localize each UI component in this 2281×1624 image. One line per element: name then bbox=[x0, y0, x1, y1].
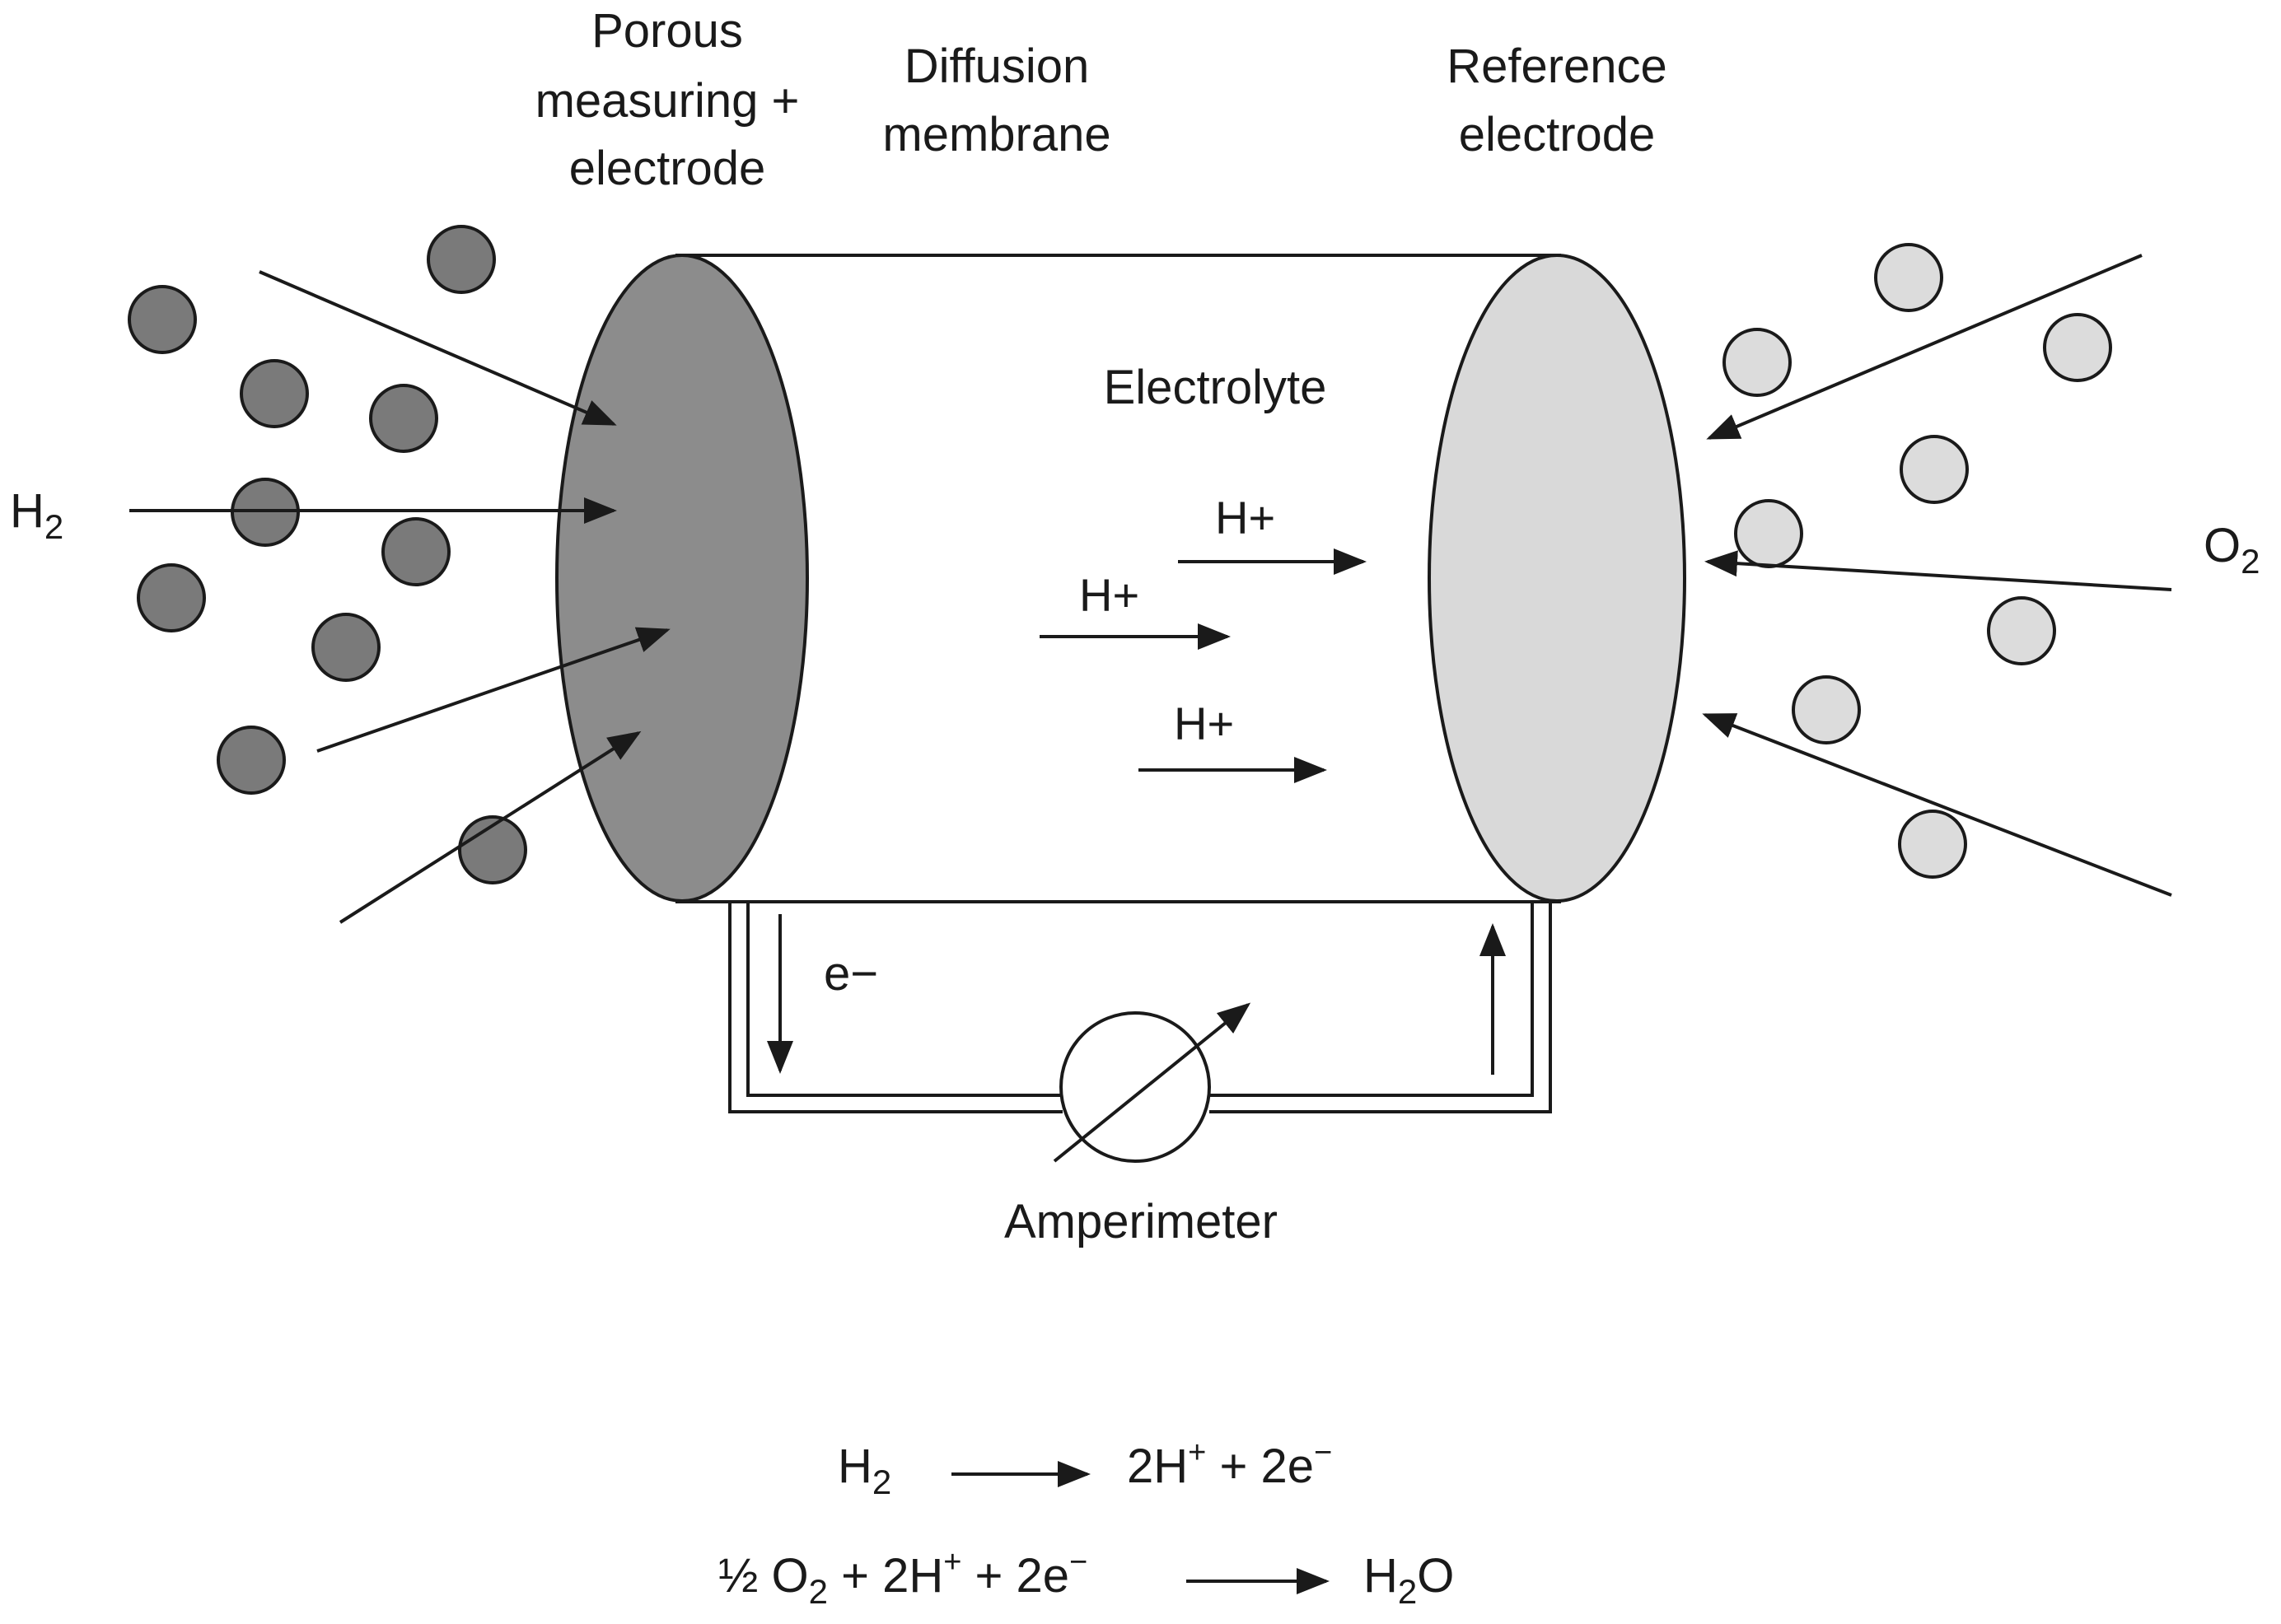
o2-arrow bbox=[1706, 254, 2143, 440]
h2-molecule bbox=[458, 815, 527, 884]
o2-molecule bbox=[1874, 243, 1943, 312]
reference-electrode-label-1: Reference bbox=[1447, 40, 1667, 93]
equation1-reactant: H2 bbox=[838, 1440, 891, 1501]
h2-flow-arrows bbox=[129, 270, 671, 924]
h2-arrow bbox=[316, 627, 671, 753]
o2-flow-arrows bbox=[1702, 254, 2172, 897]
proton-label: H+ bbox=[1215, 492, 1275, 544]
h2-molecule bbox=[381, 517, 451, 586]
amperimeter-needle bbox=[1053, 1002, 1251, 1163]
h2-molecule bbox=[137, 563, 206, 632]
o2-arrow bbox=[1702, 713, 2172, 897]
o2-molecule bbox=[1898, 810, 1967, 879]
proton-arrows bbox=[1040, 548, 1367, 783]
amperimeter-label: Amperimeter bbox=[1004, 1195, 1278, 1248]
o2-arrow bbox=[1704, 550, 2172, 591]
circuit-wire-inner-right bbox=[1209, 902, 1534, 1097]
diffusion-membrane-label-2: membrane bbox=[882, 108, 1110, 161]
porous-electrode-label-2: measuring + bbox=[535, 74, 800, 128]
equation1-products: 2H+ + 2e− bbox=[1127, 1435, 1332, 1493]
equation2-reactants: ½ O2 + 2H+ + 2e− bbox=[718, 1545, 1087, 1611]
h2-molecule bbox=[240, 359, 309, 428]
h2-molecule bbox=[427, 225, 496, 294]
o2-molecule bbox=[1900, 435, 1969, 504]
o2-molecule bbox=[1722, 328, 1792, 397]
h2-arrow bbox=[259, 270, 617, 426]
o2-molecule bbox=[2043, 313, 2112, 382]
h2-molecule bbox=[311, 613, 381, 682]
electrolyte-label: Electrolyte bbox=[1104, 361, 1327, 414]
circuit-wire-inner-left bbox=[746, 902, 1063, 1097]
porous-electrode-label-3: electrode bbox=[569, 142, 766, 195]
o2-molecule bbox=[1734, 499, 1803, 568]
proton-label: H+ bbox=[1079, 569, 1139, 621]
equation2-product: H2O bbox=[1363, 1549, 1454, 1611]
measuring-electrode bbox=[555, 254, 809, 903]
h2-molecule bbox=[369, 384, 438, 453]
reference-electrode-label-2: electrode bbox=[1459, 108, 1656, 161]
porous-electrode-label-1: Porous bbox=[591, 4, 743, 58]
h2-arrow bbox=[339, 730, 642, 924]
o2-label: O2 bbox=[2204, 519, 2260, 581]
o2-molecule bbox=[1792, 675, 1861, 744]
o2-molecules bbox=[1722, 243, 2112, 879]
proton-label: H+ bbox=[1174, 698, 1234, 749]
h2-molecule bbox=[217, 726, 286, 795]
h2-label: H2 bbox=[10, 484, 63, 546]
circuit-wire-outer-right bbox=[1209, 902, 1552, 1113]
circuit-wire-outer-left bbox=[728, 902, 1063, 1113]
external-circuit bbox=[728, 902, 1552, 1113]
o2-molecule bbox=[1987, 596, 2056, 665]
h2-molecule bbox=[128, 285, 197, 354]
electron-label: e− bbox=[824, 947, 878, 1001]
diffusion-membrane-label-1: Diffusion bbox=[904, 40, 1090, 93]
h2-molecules bbox=[128, 225, 527, 884]
reference-electrode bbox=[1428, 254, 1686, 903]
